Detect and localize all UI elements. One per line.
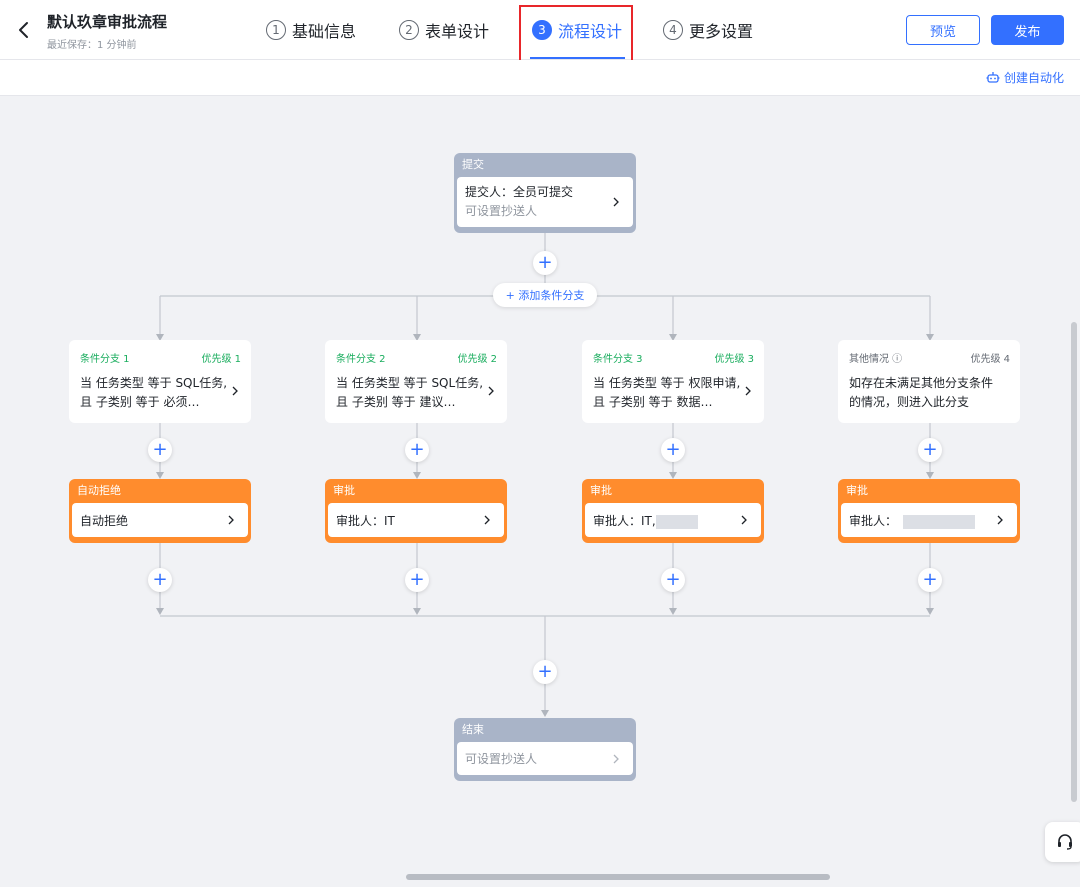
cc-hint-text: 可设置抄送人 [465, 204, 538, 218]
horizontal-scrollbar[interactable] [406, 874, 830, 880]
chevron-right-icon [613, 754, 619, 763]
approval-node-other[interactable]: 审批 审批人： [838, 479, 1020, 543]
approval-node-3[interactable]: 审批 审批人：IT, [582, 479, 764, 543]
condition-branch-3[interactable]: 条件分支 3 优先级 3 当 任务类型 等于 权限申请, 且 子类别 等于 数据… [582, 340, 764, 423]
chevron-right-icon [745, 386, 751, 396]
auto-reject-node[interactable]: 自动拒绝 自动拒绝 [69, 479, 251, 543]
submit-node-header: 提交 [462, 158, 484, 171]
end-node-body: 可设置抄送人 [457, 742, 633, 775]
node-body: 审批人：IT [328, 503, 504, 537]
save-status: 最近保存：1 分钟前 [47, 40, 137, 51]
chevron-right-icon [997, 515, 1003, 525]
node-header: 审批 [590, 484, 612, 497]
node-body-text: 审批人：IT, [593, 514, 656, 528]
submit-node[interactable]: 提交 提交人：全员可提交 可设置抄送人 [454, 153, 636, 233]
step-form-design[interactable]: 2 表单设计 [399, 17, 489, 43]
step-number: 3 [532, 20, 552, 40]
step-number: 4 [663, 20, 683, 40]
chevron-right-icon [613, 197, 619, 207]
flow-canvas[interactable]: 提交 提交人：全员可提交 可设置抄送人 + + 添加条件分支 条件分支 1 优先… [0, 96, 1080, 887]
branch-condition: 当 任务类型 等于 SQL任务, 且 子类别 等于 必须… [80, 376, 228, 409]
step-label: 流程设计 [558, 22, 623, 41]
condition-branch-2[interactable]: 条件分支 2 优先级 2 当 任务类型 等于 SQL任务, 且 子类别 等于 建… [325, 340, 507, 423]
support-headset-button[interactable] [1045, 822, 1080, 862]
branch-name: 条件分支 3 [593, 354, 643, 365]
step-number: 2 [399, 20, 419, 40]
step-label: 基础信息 [292, 22, 357, 41]
create-automation-link[interactable]: 创建自动化 [986, 69, 1064, 86]
preview-button[interactable]: 预览 [906, 15, 980, 45]
submit-node-body: 提交人：全员可提交 可设置抄送人 [457, 177, 633, 227]
node-body-text: 审批人： [849, 514, 898, 528]
chevron-right-icon [228, 515, 234, 525]
step-more-settings[interactable]: 4 更多设置 [663, 17, 753, 43]
create-automation-label: 创建自动化 [1003, 71, 1064, 85]
branch-priority: 优先级 4 [970, 354, 1010, 365]
branch-condition: 当 任务类型 等于 权限申请, 且 子类别 等于 数据… [593, 376, 741, 409]
node-body: 自动拒绝 [72, 503, 248, 537]
publish-button[interactable]: 发布 [991, 15, 1064, 45]
add-node-button[interactable]: + [533, 660, 557, 684]
add-node-button[interactable]: + [918, 568, 942, 592]
branch-name: 其他情况 ⓘ [849, 354, 903, 365]
add-node-button[interactable]: + [405, 438, 429, 462]
end-node-header: 结束 [462, 723, 484, 736]
canvas-toolbar: 创建自动化 [0, 60, 1080, 96]
chevron-right-icon [741, 515, 747, 525]
node-header: 审批 [333, 484, 355, 497]
branch-condition: 如存在未满足其他分支条件的情况，则进入此分支 [849, 376, 994, 409]
node-body: 审批人：IT, [585, 503, 761, 537]
chevron-right-icon [484, 515, 490, 525]
step-label: 表单设计 [425, 22, 490, 41]
node-body: 审批人： [841, 503, 1017, 537]
add-node-button[interactable]: + [148, 568, 172, 592]
highlight-annotation-box [519, 5, 633, 66]
add-node-button[interactable]: + [533, 251, 557, 275]
vertical-scrollbar[interactable] [1071, 322, 1077, 802]
step-basic-info[interactable]: 1 基础信息 [266, 17, 356, 43]
node-body-text: 自动拒绝 [80, 514, 129, 528]
add-node-button[interactable]: + [661, 438, 685, 462]
node-body-text: 审批人：IT [336, 514, 395, 528]
redacted-name [903, 514, 976, 529]
add-node-button[interactable]: + [918, 438, 942, 462]
submitter-text: 提交人：全员可提交 [465, 185, 574, 199]
add-node-button[interactable]: + [661, 568, 685, 592]
condition-branch-other[interactable]: 其他情况 ⓘ 优先级 4 如存在未满足其他分支条件的情况，则进入此分支 [838, 340, 1020, 423]
chevron-right-icon [488, 386, 494, 396]
branch-priority: 优先级 1 [201, 354, 241, 365]
approval-node-2[interactable]: 审批 审批人：IT [325, 479, 507, 543]
back-arrow-icon[interactable] [14, 17, 34, 43]
node-header: 自动拒绝 [77, 484, 121, 497]
add-condition-branch-button[interactable]: + 添加条件分支 [493, 283, 597, 307]
condition-branch-1[interactable]: 条件分支 1 优先级 1 当 任务类型 等于 SQL任务, 且 子类别 等于 必… [69, 340, 251, 423]
redacted-name [655, 514, 698, 529]
node-header: 审批 [846, 484, 868, 497]
branch-name: 条件分支 1 [80, 354, 130, 365]
active-step-underline [530, 57, 625, 59]
branch-priority: 优先级 3 [714, 354, 754, 365]
flow-title: 默认玖章审批流程 [47, 13, 168, 31]
branch-priority: 优先级 2 [457, 354, 497, 365]
robot-icon [986, 72, 1000, 83]
end-node[interactable]: 结束 可设置抄送人 [454, 718, 636, 781]
step-number: 1 [266, 20, 286, 40]
headset-icon [1058, 834, 1072, 850]
branch-condition: 当 任务类型 等于 SQL任务, 且 子类别 等于 建议… [336, 376, 484, 409]
chevron-right-icon [232, 386, 238, 396]
branch-name: 条件分支 2 [336, 354, 386, 365]
cc-hint-text: 可设置抄送人 [465, 752, 538, 766]
top-header: 默认玖章审批流程 最近保存：1 分钟前 1 基础信息 2 表单设计 3 流程设计… [0, 0, 1080, 66]
step-flow-design[interactable]: 3 流程设计 [532, 17, 622, 43]
step-label: 更多设置 [689, 22, 754, 41]
add-node-button[interactable]: + [405, 568, 429, 592]
title-block: 默认玖章审批流程 最近保存：1 分钟前 [47, 11, 167, 51]
add-node-button[interactable]: + [148, 438, 172, 462]
